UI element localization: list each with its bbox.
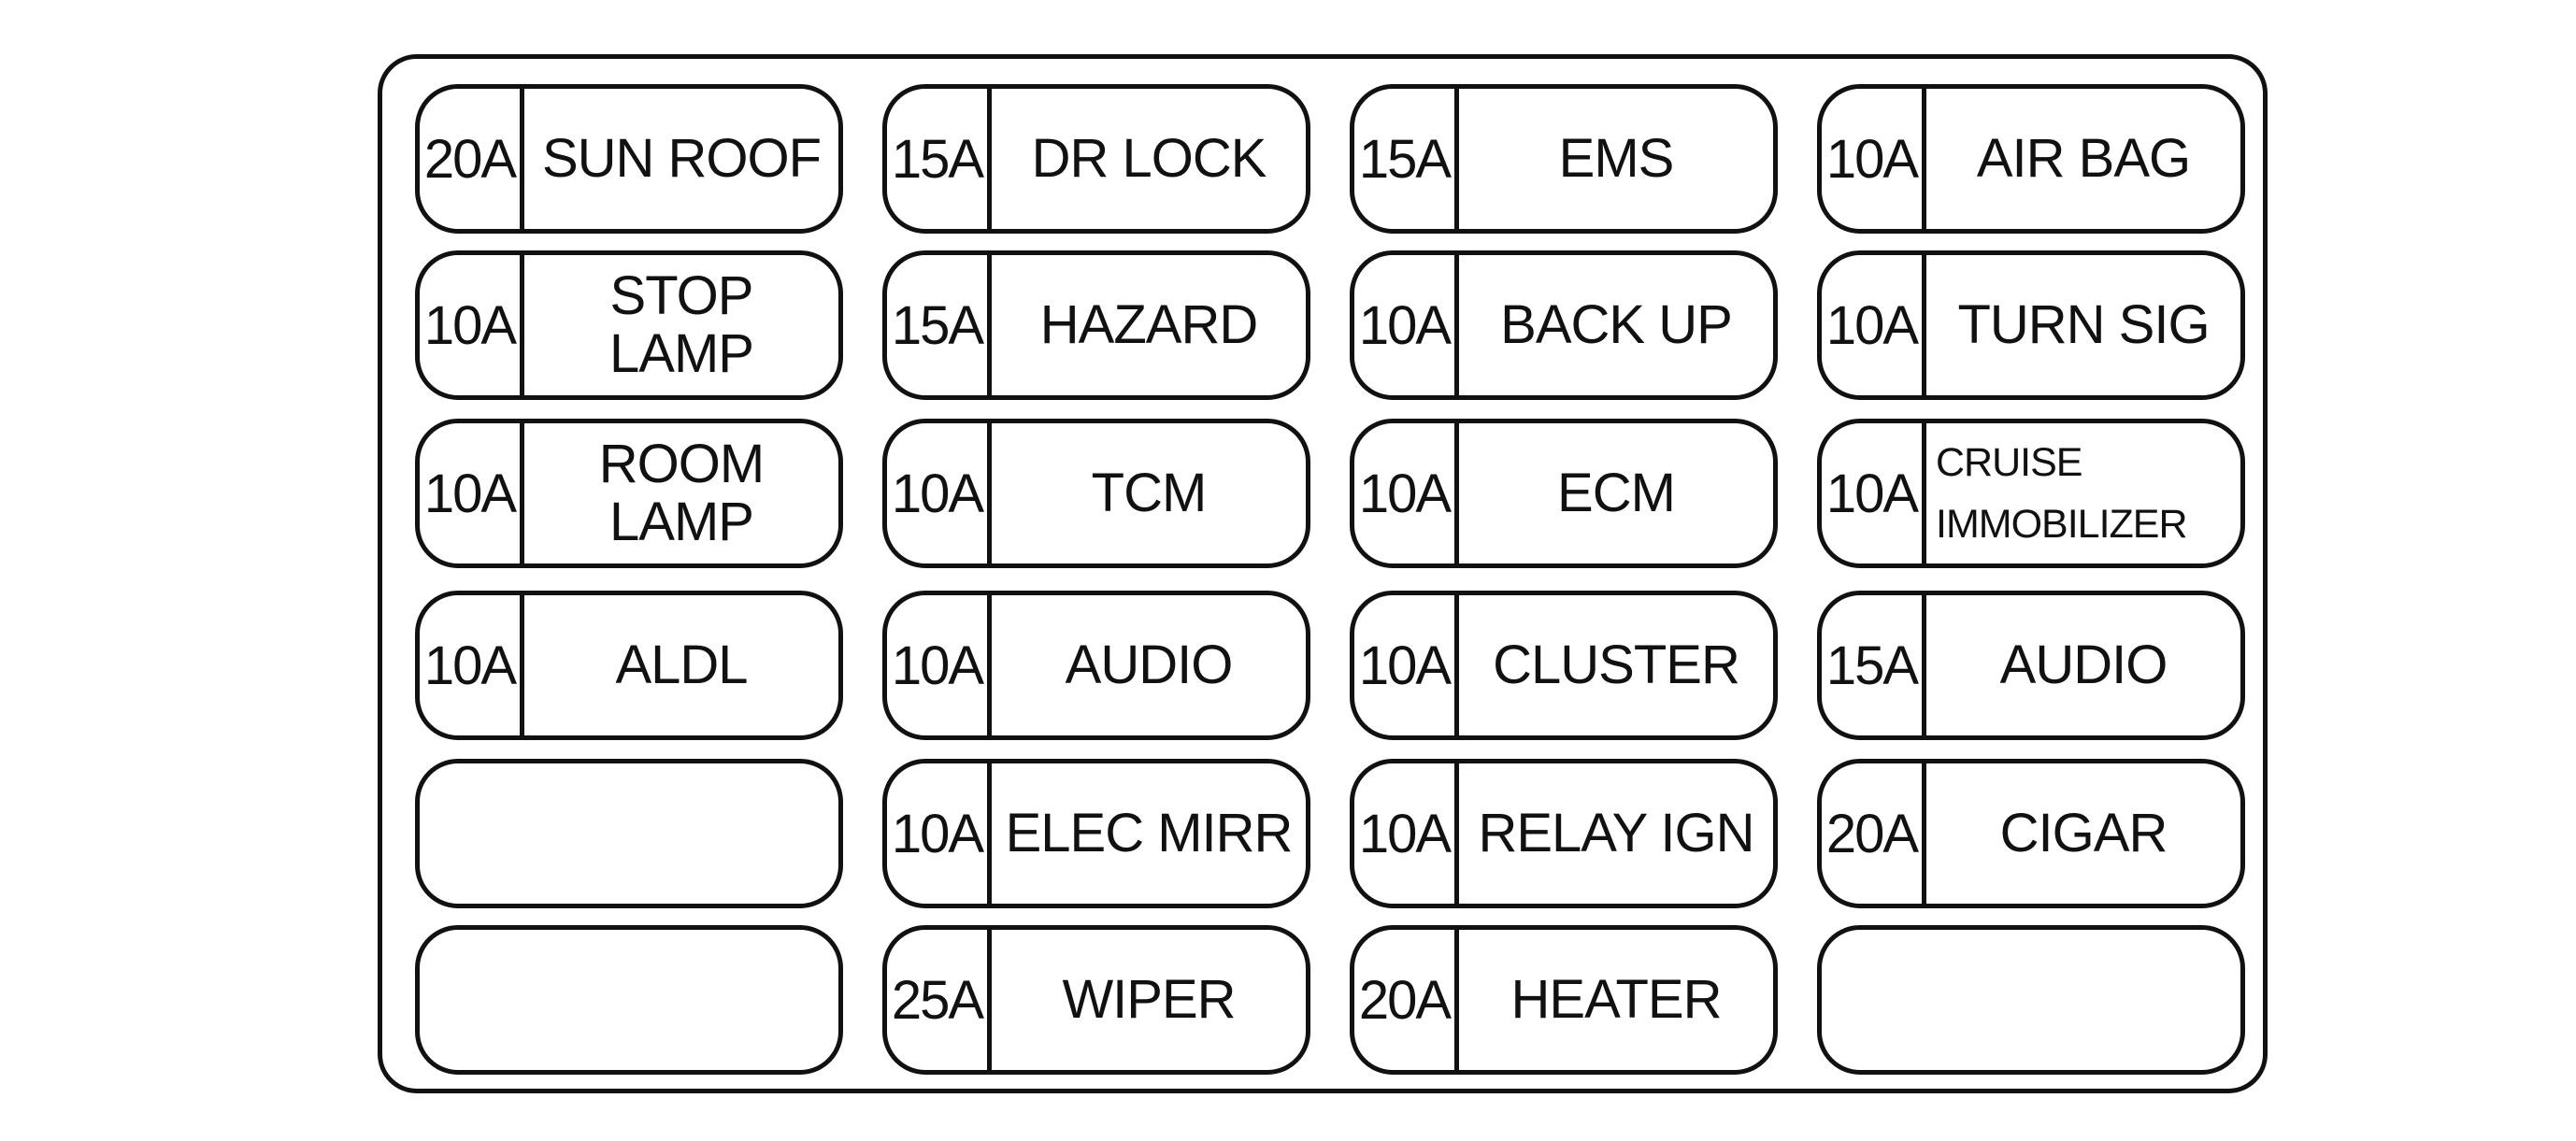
fuse-amperage: 10A [887, 763, 992, 904]
fuse-amperage: 10A [1822, 423, 1926, 563]
fuse-slot: 10A TCM [882, 419, 1310, 568]
fuse-slot-empty [415, 925, 843, 1075]
fuse-slot: 20A HEATER [1350, 925, 1778, 1075]
fuse-label: ELEC MIRR [1005, 803, 1294, 863]
fuse-slot: 10A AUDIO [882, 591, 1310, 740]
fuse-slot: 20A CIGAR [1817, 759, 2245, 908]
fuse-label: ALDL [615, 635, 748, 695]
fuse-amperage: 10A [1822, 255, 1926, 395]
fuse-slot-empty [415, 759, 843, 908]
fuse-amperage: 10A [887, 423, 992, 563]
fuse-label: CIGAR [1999, 803, 2168, 863]
fuse-amperage: 15A [1822, 595, 1926, 735]
fuse-amperage: 10A [420, 255, 524, 395]
fuse-label: AUDIO [1999, 635, 2168, 695]
fuse-slot: 10A RELAY IGN [1350, 759, 1778, 908]
fuse-amperage: 15A [1354, 89, 1459, 229]
fuse-slot: 15A DR LOCK [882, 84, 1310, 234]
fuse-slot: 15A AUDIO [1817, 591, 2245, 740]
fuse-label: DR LOCK [1031, 128, 1267, 189]
fuse-slot-empty [1817, 925, 2245, 1075]
fuse-slot: 25A WIPER [882, 925, 1310, 1075]
fuse-amperage: 10A [887, 595, 992, 735]
fuse-slot: 10A STOP LAMP [415, 250, 843, 400]
fuse-label: TCM [1091, 463, 1208, 523]
fuse-amperage: 15A [887, 89, 992, 229]
fuse-amperage: 25A [887, 930, 992, 1070]
fuse-label: WIPER [1062, 969, 1236, 1030]
fuse-amperage: 10A [420, 595, 524, 735]
fuse-label: HAZARD [1039, 294, 1258, 355]
fuse-label: STOP LAMP [609, 265, 754, 384]
fuse-label: ECM [1557, 463, 1676, 523]
fuse-amperage: 20A [420, 89, 524, 229]
fuse-amperage: 10A [1354, 595, 1459, 735]
fuse-slot: 10A ROOM LAMP [415, 419, 843, 568]
fuse-slot: 10A TURN SIG [1817, 250, 2245, 400]
fuse-label: HEATER [1510, 969, 1723, 1030]
fuse-slot: 10A CLUSTER [1350, 591, 1778, 740]
fuse-label: TURN SIG [1957, 294, 2210, 355]
fuse-amperage: 20A [1822, 763, 1926, 904]
fuse-slot: 10A BACK UP [1350, 250, 1778, 400]
fuse-label: ROOM LAMP [598, 434, 765, 552]
fuse-slot: 10A AIR BAG [1817, 84, 2245, 234]
fuse-label: EMS [1558, 128, 1675, 189]
fuse-amperage: 10A [1354, 763, 1459, 904]
fuse-amperage: 10A [1822, 89, 1926, 229]
fuse-amperage: 10A [1354, 423, 1459, 563]
fuse-slot: 10A ALDL [415, 591, 843, 740]
fuse-amperage: 15A [887, 255, 992, 395]
fuse-slot: 20A SUN ROOF [415, 84, 843, 234]
fuse-label: CRUISE IMMOBILIZER [1936, 440, 2188, 547]
fuse-slot: 15A EMS [1350, 84, 1778, 234]
fuse-label: BACK UP [1500, 294, 1733, 355]
fuse-amperage: 10A [420, 423, 524, 563]
fuse-slot: 15A HAZARD [882, 250, 1310, 400]
fuse-label: AUDIO [1065, 635, 1234, 695]
fuse-amperage: 20A [1354, 930, 1459, 1070]
fuse-label: SUN ROOF [541, 128, 822, 189]
fuse-amperage: 10A [1354, 255, 1459, 395]
fuse-label: CLUSTER [1493, 635, 1740, 695]
fuse-slot: 10A ECM [1350, 419, 1778, 568]
fuse-label: AIR BAG [1976, 128, 2191, 189]
fuse-label: RELAY IGN [1478, 803, 1754, 863]
